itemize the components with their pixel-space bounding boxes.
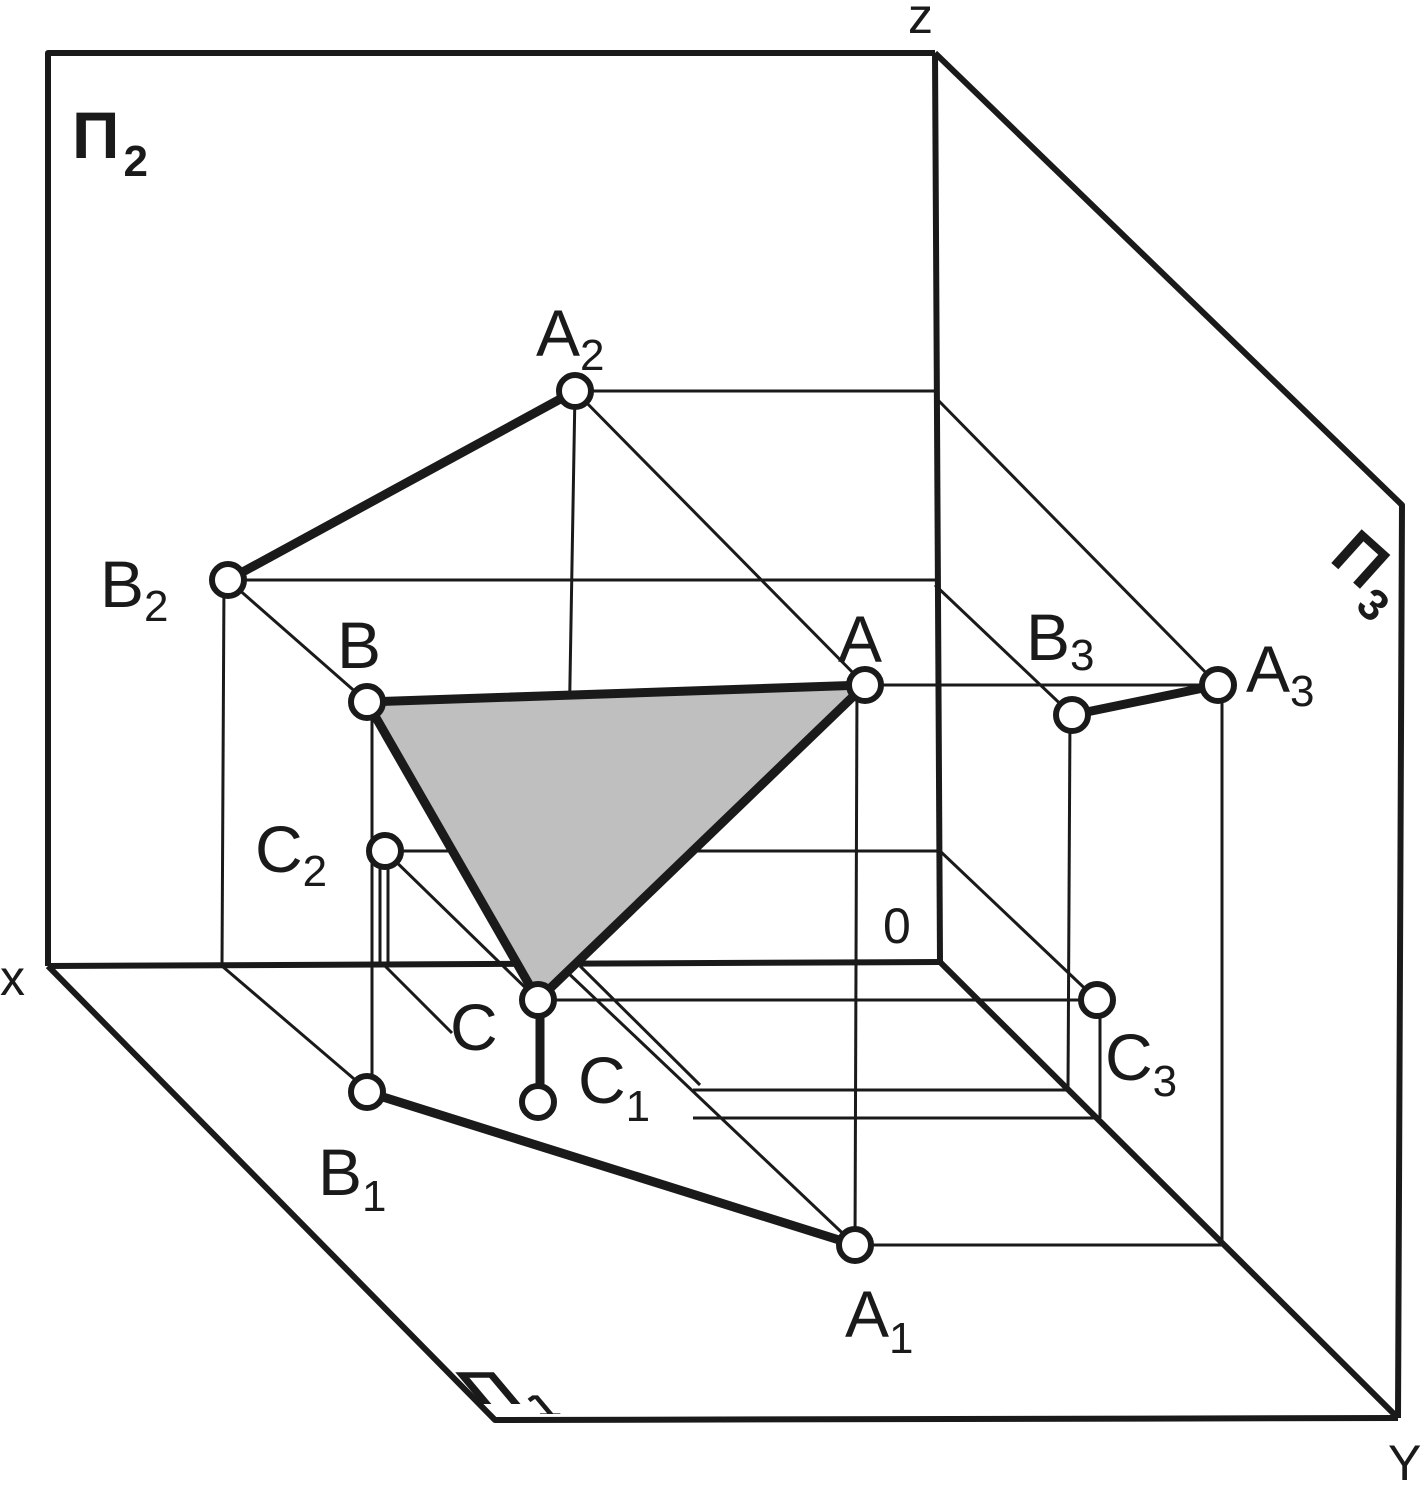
label-b3-main: B [1026, 600, 1070, 674]
edge-bc [362, 697, 543, 1005]
y-axis [937, 959, 1401, 1421]
point-a-marker [846, 666, 884, 704]
label-a-main: A [838, 602, 882, 676]
label-a2: A2 [536, 296, 605, 380]
point-a3-marker [1199, 666, 1237, 704]
edge-b3a3 [1067, 680, 1223, 720]
origin-label: 0 [883, 898, 911, 954]
horizontal-plane-frame [45, 963, 1399, 1423]
label-b1: B1 [318, 1135, 387, 1221]
label-c2: C2 [255, 812, 327, 896]
z-axis [932, 52, 943, 963]
axis-x-label: x [0, 950, 25, 1006]
point-markers [209, 372, 1237, 1264]
label-c3-sub: 3 [1153, 1057, 1177, 1106]
label-b3: B3 [1026, 600, 1095, 680]
plane-p1-clip: П1 [443, 1363, 569, 1423]
point-b2-marker [209, 561, 247, 599]
label-c2-main: C [255, 812, 303, 886]
point-b3-marker [1053, 696, 1091, 734]
plane-p2-main: П [72, 98, 119, 172]
label-c3-main: C [1105, 1020, 1153, 1094]
label-b2-main: B [100, 547, 144, 621]
object-edges [223, 386, 1223, 1250]
label-c2-sub: 2 [303, 847, 327, 896]
point-b-marker [348, 683, 386, 721]
point-c2-marker [366, 832, 404, 870]
label-a2-main: A [536, 296, 580, 370]
label-b1-sub: 1 [362, 1172, 386, 1221]
plane-p2-sub: 2 [123, 137, 147, 186]
frontal-plane-frame [45, 50, 935, 966]
label-a3: A3 [1246, 632, 1315, 716]
label-c1-main: C [578, 1043, 626, 1117]
plane-frames [45, 50, 1405, 1423]
profile-plane-frame [932, 50, 1405, 1419]
edge-a2b2 [223, 386, 580, 585]
svg-text:П3: П3 [1309, 515, 1424, 631]
label-b: B [337, 608, 381, 682]
triangle-abc-fill [367, 685, 865, 1000]
label-a3-main: A [1246, 632, 1290, 706]
label-b2: B2 [100, 547, 169, 631]
label-b-main: B [337, 608, 381, 682]
edge-b1a1 [362, 1087, 860, 1250]
label-b1-main: B [318, 1135, 362, 1209]
point-c-marker [519, 981, 557, 1019]
x-axis [47, 959, 941, 969]
label-c1-sub: 1 [626, 1082, 650, 1131]
axis-z-label: z [908, 0, 933, 44]
label-b3-sub: 3 [1070, 631, 1094, 680]
point-b1-marker [348, 1073, 386, 1111]
plane-p2-label: П2 [72, 98, 148, 186]
axis-y-label: Y [1388, 1435, 1421, 1485]
label-a1-sub: 1 [889, 1314, 913, 1363]
svg-text:П1: П1 [443, 1363, 569, 1423]
edge-ab [362, 680, 870, 707]
point-a2-marker [556, 372, 594, 410]
label-c: C [450, 990, 498, 1064]
point-c3-marker [1078, 981, 1116, 1019]
edge-ac [533, 680, 870, 1005]
label-b2-sub: 2 [144, 582, 168, 631]
plane-p3-label: П3 [1309, 515, 1424, 631]
projection-lines [220, 389, 1224, 1247]
label-c3: C3 [1105, 1020, 1177, 1106]
label-c1: C1 [578, 1043, 650, 1131]
label-a3-sub: 3 [1290, 667, 1314, 716]
label-a: A [838, 602, 882, 676]
point-c1-marker [519, 1083, 557, 1121]
label-a2-sub: 2 [580, 331, 604, 380]
point-a1-marker [836, 1226, 874, 1264]
label-a1: A1 [845, 1277, 914, 1363]
label-c-main: C [450, 990, 498, 1064]
label-a1-main: A [845, 1277, 889, 1351]
